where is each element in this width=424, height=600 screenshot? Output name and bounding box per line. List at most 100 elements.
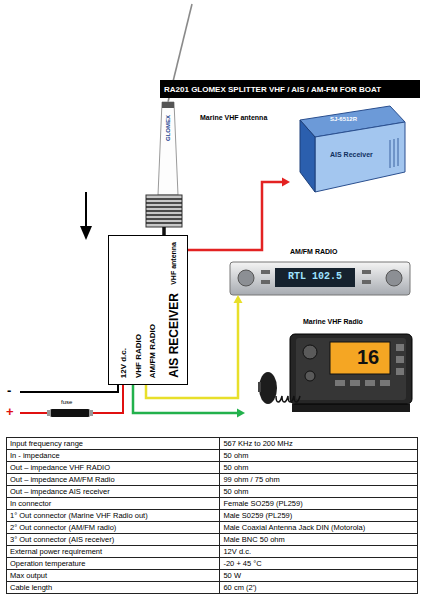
spec-row: In connectorFemale SO259 (PL259) (7, 498, 418, 510)
spec-row: Out – impedance VHF RADIO50 ohm (7, 462, 418, 474)
device-label: Marine VHF Radio (303, 318, 363, 326)
terminal-sign: + (6, 405, 14, 419)
microphone (259, 372, 277, 404)
spec-cell: Male S0259 (PL259) (220, 510, 418, 522)
arrow-shaft (85, 192, 87, 228)
spec-cell: Male BNC 50 ohm (220, 534, 418, 546)
antenna-body (158, 102, 178, 195)
spec-cell: External power requirement (7, 546, 220, 558)
radio-body (230, 262, 410, 295)
spec-row: Input frequency range567 KHz to 200 MHz (7, 438, 418, 450)
spec-cell: Cable length (7, 582, 220, 594)
antenna-label: Marine VHF antenna (200, 114, 267, 122)
spec-cell: 2° Out connector (AM/FM radio) (7, 522, 220, 534)
spec-cell: Operation temperature (7, 558, 220, 570)
spec-cell: 50 ohm (220, 450, 418, 462)
spec-row: In - impedance50 ohm (7, 450, 418, 462)
radio-knob (238, 270, 254, 286)
antenna-thread (146, 199, 182, 223)
ais-receiver-drawing (300, 106, 405, 192)
box-vents (390, 138, 398, 168)
spec-cell: Input frequency range (7, 438, 220, 450)
connector-line (188, 182, 282, 250)
radio-panel (296, 338, 406, 400)
spec-cell: 1° Out connector (Marine VHF Radio out) (7, 510, 220, 522)
spec-cell: In - impedance (7, 450, 220, 462)
spec-row: 3° Out connector (AIS receiver)Male BNC … (7, 534, 418, 546)
power-wires (20, 385, 123, 417)
radio-knob (305, 371, 315, 381)
radio-button (261, 270, 270, 274)
title-bar: RA201 GLOMEX SPLITTER VHF / AIS / AM-FM … (160, 80, 420, 98)
fuse-label: fuse (61, 399, 72, 406)
title-text: RA201 GLOMEX SPLITTER VHF / AIS / AM-FM … (160, 85, 385, 94)
antenna-node: Marine VHF antennaGLOMEX (140, 100, 192, 227)
arrow-head (80, 226, 92, 240)
spec-cell: 567 KHz to 200 MHz (220, 438, 418, 450)
connector-line (162, 227, 166, 235)
port-label: VHF RADIO (135, 334, 144, 378)
connector-line (133, 385, 237, 413)
ais-receiver-node: SJ-6512R AIS Receiver (290, 105, 405, 195)
radio-knob (386, 270, 402, 286)
spec-cell: 99 ohm / 75 ohm (220, 474, 418, 486)
radio-button (396, 356, 404, 363)
radio-button (396, 344, 404, 351)
radio-button (380, 380, 390, 386)
spec-cell: Out – impedance AM/FM Radio (7, 474, 220, 486)
arrow-head (237, 409, 245, 418)
device-label: AM/FM RADIO (290, 248, 337, 256)
spec-row: Max output50 W (7, 570, 418, 582)
box-side (300, 120, 315, 192)
radio-display (275, 268, 355, 287)
spec-row: Operation temperature-20 + 45 °C (7, 558, 418, 570)
spec-cell: 50 ohm (220, 486, 418, 498)
mic-button (258, 382, 261, 392)
antenna-band (162, 102, 174, 108)
display-text: RTL 102.5 (275, 271, 355, 282)
spec-cell: 3° Out connector (AIS receiver) (7, 534, 220, 546)
arrow-head (282, 178, 290, 187)
radio-display (330, 342, 390, 374)
spec-table: Input frequency range567 KHz to 200 MHzI… (6, 437, 418, 594)
positive-wire (90, 385, 123, 413)
fuse-symbol (50, 409, 90, 417)
fuse-cap (89, 410, 93, 416)
spec-row: 1° Out connector (Marine VHF Radio out)M… (7, 510, 418, 522)
terminal-sign: - (7, 384, 11, 398)
splitter-box: VHF antennaAIS RECEIVERAM/FM RADIOVHF RA… (108, 235, 188, 385)
brand-text: GLOMEX (165, 115, 172, 141)
radio-knob (303, 345, 317, 359)
radio-button (261, 280, 270, 284)
spec-cell: Out – impedance AIS receiver (7, 486, 220, 498)
port-label: 12V d.c. (120, 348, 129, 378)
spec-cell: 50 W (220, 570, 418, 582)
am-fm-radio-node: AM/FM RADIORTL 102.5 (230, 262, 410, 295)
spec-row: Cable length60 cm (2') (7, 582, 418, 594)
vhf-radio-drawing (258, 334, 412, 412)
am-fm-radio-drawing (230, 262, 410, 295)
radio-button (362, 270, 371, 274)
spec-row: Out – impedance AIS receiver50 ohm (7, 486, 418, 498)
spec-cell: In connector (7, 498, 220, 510)
radio-button (362, 280, 371, 284)
positive-wire (20, 412, 50, 414)
radio-button (350, 380, 360, 386)
spec-cell: 12V d.c. (220, 546, 418, 558)
device-text: AIS Receiver (330, 151, 373, 159)
connector (164, 227, 165, 235)
device-label: AIS RECEIVER (168, 293, 181, 378)
spec-row: 2° Out connector (AM/FM radio)Male Coaxi… (7, 522, 418, 534)
spec-row: Out – impedance AM/FM Radio99 ohm / 75 o… (7, 474, 418, 486)
model-text: SJ-6512R (330, 116, 357, 123)
arrow-head (234, 295, 243, 303)
spec-cell: Out – impedance VHF RADIO (7, 462, 220, 474)
connector (133, 385, 245, 418)
connector (188, 178, 290, 251)
spec-cell: 60 cm (2') (220, 582, 418, 594)
radio-bracket (292, 404, 410, 412)
mic-cord (276, 396, 300, 402)
vhf-radio-node: Marine VHF Radio16 (245, 332, 415, 425)
spec-cell: Max output (7, 570, 220, 582)
radio-button (396, 368, 404, 375)
